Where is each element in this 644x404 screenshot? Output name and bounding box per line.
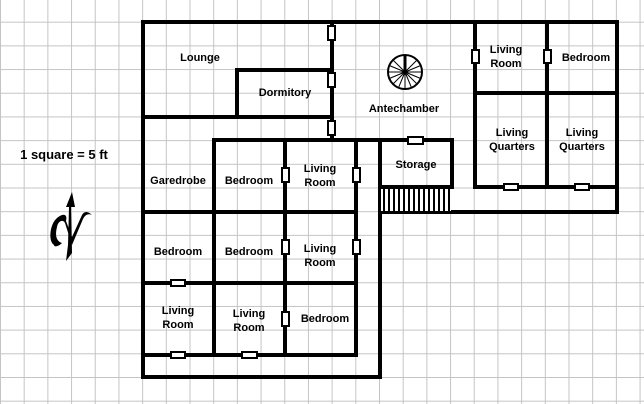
- scale-note: 1 square = 5 ft: [20, 147, 108, 162]
- stair-treads: [383, 189, 450, 211]
- storage-walls: [212, 138, 454, 214]
- door[interactable]: [281, 311, 290, 327]
- lounge-walls: [141, 20, 334, 142]
- door[interactable]: [241, 351, 258, 359]
- door[interactable]: [327, 25, 336, 41]
- door[interactable]: [281, 167, 290, 183]
- room-label-living-room: Living Room: [303, 243, 337, 269]
- door[interactable]: [471, 49, 480, 64]
- door[interactable]: [574, 183, 590, 191]
- room-label-lounge: Lounge: [180, 52, 220, 64]
- doors: [170, 25, 590, 359]
- stairs: [381, 189, 451, 211]
- room-label-bedroom: Bedroom: [153, 246, 203, 258]
- room-label-ne-living-room: Living Room: [489, 44, 523, 70]
- room-label-storage: Storage: [395, 159, 437, 171]
- door[interactable]: [352, 167, 361, 183]
- door[interactable]: [503, 183, 519, 191]
- spiral-staircase-icon: [387, 54, 423, 90]
- room-label-bedroom: Bedroom: [300, 313, 350, 325]
- door[interactable]: [407, 136, 424, 145]
- room-label-ne-bedroom: Bedroom: [561, 52, 611, 64]
- room-label-antechamber: Antechamber: [368, 103, 440, 115]
- door[interactable]: [327, 72, 336, 88]
- compass-north-icon: [50, 192, 92, 261]
- walls: [141, 20, 619, 379]
- door[interactable]: [352, 239, 361, 255]
- door[interactable]: [543, 49, 552, 64]
- room-label-living-room: Living Room: [232, 308, 266, 334]
- room-label-living-room: Living Room: [161, 305, 195, 331]
- room-label-dormitory: Dormitory: [258, 87, 312, 99]
- room-label-living-quarters-2: Living Quarters: [559, 127, 605, 153]
- door[interactable]: [327, 120, 336, 136]
- door[interactable]: [170, 279, 186, 287]
- room-label-living-quarters-1: Living Quarters: [489, 127, 535, 153]
- room-label-bedroom: Bedroom: [224, 246, 274, 258]
- door[interactable]: [170, 351, 186, 359]
- room-label-garedrobe: Garedrobe: [150, 175, 206, 187]
- room-label-bedroom: Bedroom: [224, 175, 274, 187]
- room-label-living-room: Living Room: [303, 163, 337, 189]
- door[interactable]: [281, 239, 290, 255]
